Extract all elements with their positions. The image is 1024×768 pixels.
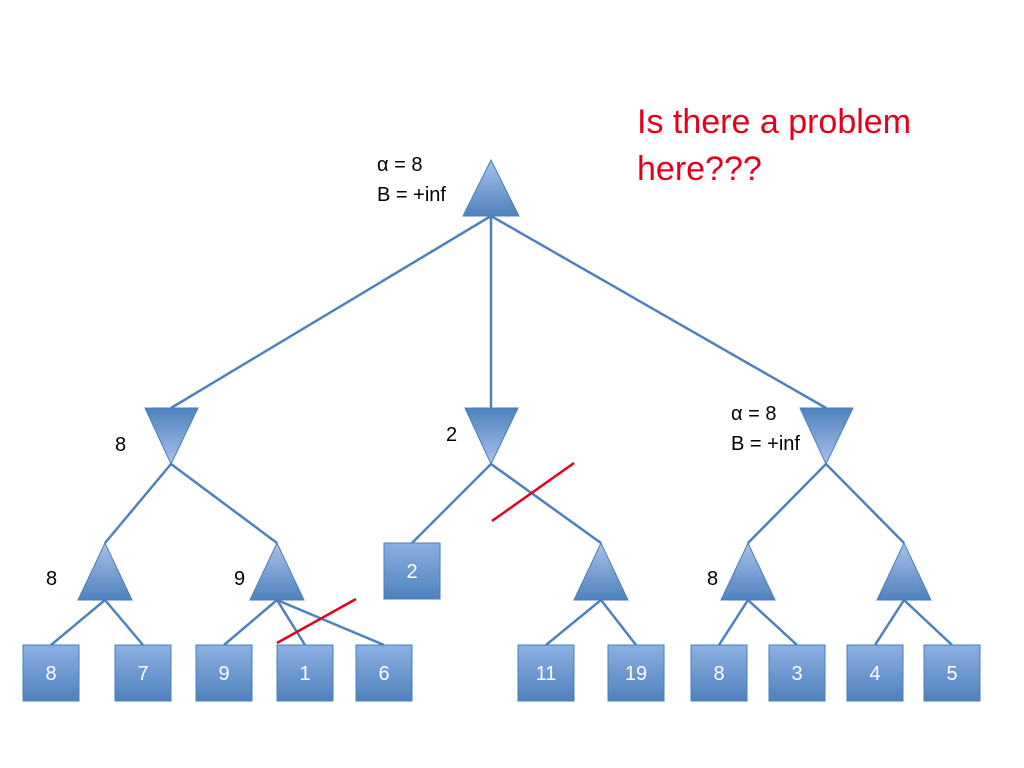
edge-midmin-max <box>490 462 602 545</box>
edge-midmax-leaf11 <box>545 599 602 646</box>
right-max-node-a <box>720 541 776 601</box>
question-line-1: Is there a problem <box>637 103 911 141</box>
middle-min-node <box>464 407 519 466</box>
leaf-box <box>195 644 253 702</box>
leaf-node: 1 <box>276 644 334 702</box>
right-min-node <box>799 407 854 466</box>
leaf-node: 4 <box>846 644 904 702</box>
leaf-value: 8 <box>45 663 56 685</box>
leaf-value: 4 <box>869 663 880 685</box>
left-min-value: 8 <box>115 434 126 456</box>
question-line-2: here??? <box>637 150 762 188</box>
root-beta-label: B = +inf <box>377 184 446 206</box>
leaf-node: 11 <box>517 644 575 702</box>
min-nodes <box>144 407 854 466</box>
leaf-value: 6 <box>378 663 389 685</box>
edge-leftmin-maxb <box>170 462 278 545</box>
leaf-node: 2 <box>383 542 441 600</box>
edge-rmaxb-leaf5 <box>903 599 953 646</box>
prune-marks <box>276 461 575 645</box>
left-max-b-value: 9 <box>234 568 245 590</box>
leaf-node: 7 <box>114 644 172 702</box>
right-min-alpha-label: α = 8 <box>731 403 776 425</box>
leaf-box <box>355 644 413 702</box>
edge-maxb-leaf6 <box>276 598 385 647</box>
leaf-box <box>517 644 575 702</box>
left-max-a-value: 8 <box>46 568 57 590</box>
edge-rmaxa-leaf8 <box>717 599 750 646</box>
leaf-value: 5 <box>946 663 957 685</box>
max-nodes <box>77 158 932 601</box>
leaf-value: 19 <box>625 663 647 685</box>
edge-root-right <box>490 214 827 410</box>
leaf-box <box>114 644 172 702</box>
leaf-value: 8 <box>713 663 724 685</box>
leaf-box <box>607 644 665 702</box>
left-min-node <box>144 407 199 466</box>
leaf-box <box>846 644 904 702</box>
right-max-a-value: 8 <box>707 568 718 590</box>
leaf-value: 9 <box>218 663 229 685</box>
alpha-beta-annotations: α = 8 B = +inf α = 8 B = +inf <box>377 154 800 455</box>
edge-rightmin-maxa <box>747 463 827 544</box>
root-alpha-label: α = 8 <box>377 154 422 176</box>
left-max-node-b <box>249 541 305 601</box>
leaf-value: 11 <box>536 663 557 685</box>
leaf-box <box>276 644 334 702</box>
edge-maxa-leaf8 <box>50 599 106 646</box>
middle-max-node <box>573 541 629 601</box>
leaf-value: 3 <box>791 663 802 685</box>
leaf-node: 8 <box>22 644 80 702</box>
leaf-node: 5 <box>923 644 981 702</box>
leaf-node: 6 <box>355 644 413 702</box>
leaf-box <box>383 542 441 600</box>
edge-rmaxa-leaf3 <box>747 599 798 646</box>
leaf-nodes: 8 7 9 1 6 2 11 19 <box>22 542 981 702</box>
leaf-node: 3 <box>768 644 826 702</box>
edge-midmin-square <box>411 463 492 544</box>
edge-maxa-leaf7 <box>104 599 144 646</box>
edge-rightmin-maxb <box>825 463 905 544</box>
node-value-labels: 8 2 8 9 8 <box>46 424 718 590</box>
edge-root-left <box>170 214 492 410</box>
edge-maxb-leaf1 <box>275 599 307 646</box>
leaf-box <box>768 644 826 702</box>
leaf-box <box>22 644 80 702</box>
edge-maxb-leaf9 <box>223 599 278 646</box>
leaf-node: 9 <box>195 644 253 702</box>
leaf-node: 19 <box>607 644 665 702</box>
left-max-node-a <box>77 541 133 601</box>
edge-rmaxb-leaf4 <box>873 599 906 646</box>
tree-edges <box>50 214 953 647</box>
leaf-value: 2 <box>406 561 417 583</box>
leaf-box <box>690 644 748 702</box>
root-max-node <box>462 158 520 217</box>
leaf-value: 7 <box>137 663 148 685</box>
leaf-box <box>923 644 981 702</box>
middle-min-value: 2 <box>446 424 457 446</box>
right-max-node-b <box>876 541 932 601</box>
leaf-node: 8 <box>690 644 748 702</box>
prune-mark-left <box>276 597 357 645</box>
right-min-beta-label: B = +inf <box>731 433 800 455</box>
edge-leftmin-maxa <box>104 463 172 544</box>
prune-mark-middle <box>491 461 575 523</box>
question-callout: Is there a problem here??? <box>637 103 911 188</box>
edge-midmax-leaf19 <box>600 599 637 646</box>
leaf-value: 1 <box>299 663 310 685</box>
